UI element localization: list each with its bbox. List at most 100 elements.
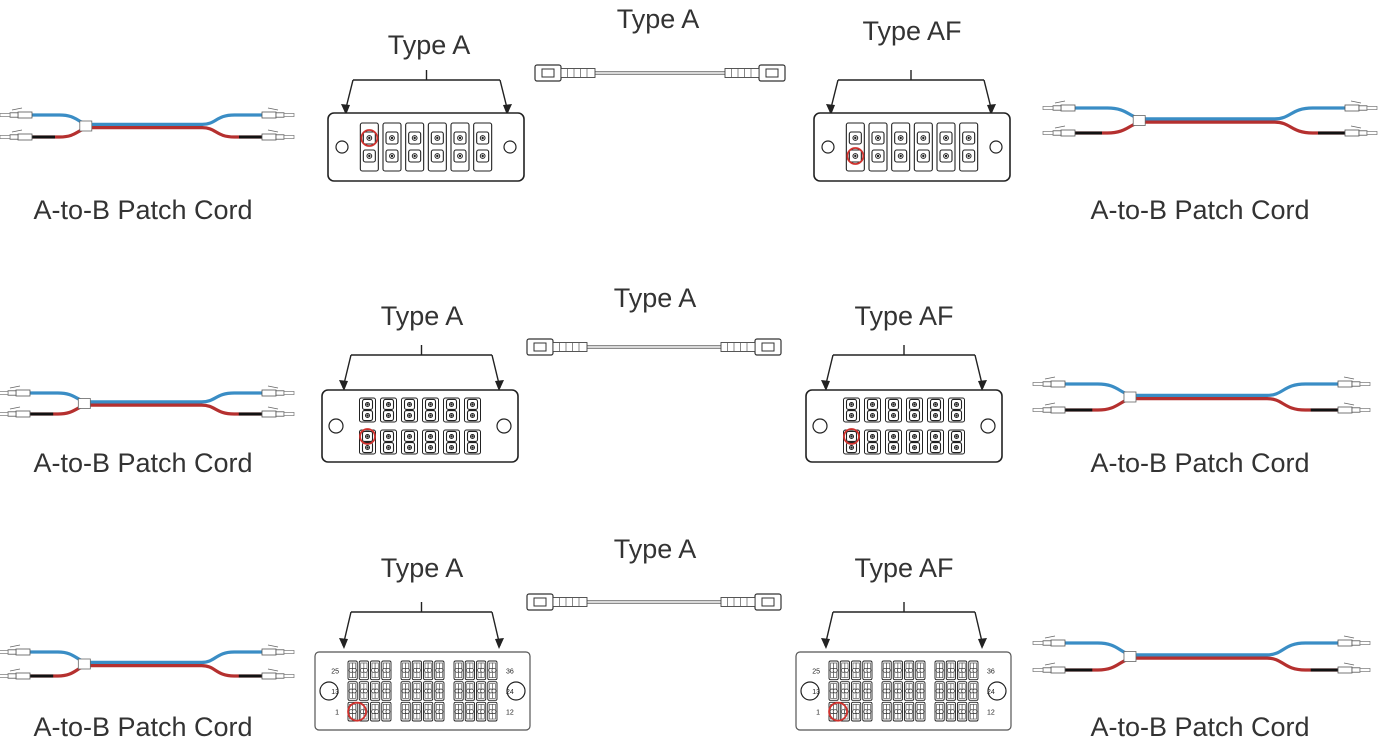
red-fiber (1065, 656, 1338, 672)
trunk-cable-label: Type A (616, 4, 700, 34)
right-cassette-label: Type AF (862, 16, 962, 46)
duplex-adapter (473, 122, 493, 172)
highlight-circle (843, 428, 860, 445)
right-patch-cord (1042, 100, 1378, 137)
splitter-sleeve (77, 658, 91, 670)
duplex-adapter (382, 122, 402, 172)
arrow-head (341, 104, 350, 115)
right-patch-cord-label: A-to-B Patch Cord (1090, 195, 1310, 225)
mpo-boot (552, 342, 588, 352)
left-cassette-label: Type A (380, 301, 464, 331)
left-patch-cord-label: A-to-B Patch Cord (33, 712, 253, 742)
blue-fiber (30, 650, 262, 664)
mount-hole (821, 140, 835, 154)
arrow-head (978, 380, 987, 391)
red-fiber (1065, 397, 1338, 412)
port-number: 24 (506, 689, 514, 696)
arrow-head (821, 638, 830, 649)
mount-hole (328, 418, 344, 434)
red-fiber (32, 126, 262, 139)
right-patch-cord-label: A-to-B Patch Cord (1090, 448, 1310, 478)
highlight-circle (347, 701, 367, 722)
left-cassette-36: 25 36 13 24 1 12 (314, 651, 531, 731)
arrow-head (495, 638, 504, 649)
blue-fiber (30, 391, 262, 404)
trunk-cable-label: Type A (613, 283, 697, 313)
port-number: 12 (506, 710, 514, 717)
left-cassette-24 (321, 389, 519, 463)
left-cassette-bracket (339, 602, 504, 649)
arrow-head (495, 380, 504, 391)
right-cassette-bracket (821, 602, 987, 649)
red-fiber (30, 664, 262, 678)
highlight-circle (360, 129, 379, 147)
cassette-body (795, 651, 1012, 731)
right-cassette-bracket (826, 70, 996, 115)
right-cassette-label: Type AF (854, 301, 954, 331)
duplex-adapter (427, 122, 447, 172)
left-cassette-bracket (339, 345, 504, 391)
port-number: 36 (987, 668, 995, 675)
left-patch-cord-label: A-to-B Patch Cord (33, 195, 253, 225)
mount-hole (319, 681, 339, 701)
mount-hole (989, 140, 1003, 154)
blue-fiber (1065, 641, 1338, 657)
mount-hole (503, 140, 517, 154)
right-cassette-12 (813, 112, 1011, 182)
right-patch-cord (1032, 376, 1371, 414)
cassette-body (805, 389, 1003, 463)
mount-hole (335, 140, 349, 154)
mpo-boot (724, 68, 760, 78)
right-patch-cord (1032, 635, 1371, 674)
mpo-boot (720, 597, 756, 607)
mpo-boot (720, 342, 756, 352)
splitter-sleeve (1132, 115, 1146, 126)
mpo-trunk-cable (534, 64, 786, 82)
trunk-cable-label: Type A (613, 534, 697, 564)
splitter-sleeve (1123, 651, 1137, 662)
port-number: 13 (331, 689, 339, 696)
cassette-body (314, 651, 531, 731)
highlight-circle (359, 428, 376, 445)
blue-fiber (1065, 382, 1338, 397)
highlight-circle (828, 701, 848, 722)
cassette-body (327, 112, 525, 182)
left-patch-cord-label: A-to-B Patch Cord (33, 448, 253, 478)
mpo-trunk-cable (526, 338, 782, 356)
blue-fiber (32, 113, 262, 126)
arrow-head (821, 380, 830, 391)
right-patch-cord-label: A-to-B Patch Cord (1090, 712, 1310, 742)
duplex-adapter (959, 122, 979, 172)
splitter-sleeve (1123, 391, 1137, 403)
port-number: 36 (506, 668, 514, 675)
mount-hole (987, 681, 1007, 701)
arrow-head (339, 380, 348, 391)
left-cassette-label: Type A (380, 553, 464, 583)
mount-hole (812, 418, 828, 434)
red-fiber (1075, 120, 1345, 135)
mount-hole (980, 418, 996, 434)
cassette-body (813, 112, 1011, 182)
right-cassette-label: Type AF (854, 553, 954, 583)
right-cassette-24 (805, 389, 1003, 463)
duplex-adapter (913, 122, 933, 172)
port-number: 13 (812, 689, 820, 696)
duplex-adapter (405, 122, 425, 172)
port-number: 1 (335, 710, 339, 717)
port-number: 25 (812, 668, 820, 675)
port-number: 25 (331, 668, 339, 675)
splitter-sleeve (77, 398, 91, 409)
left-cassette-label: Type A (387, 30, 471, 60)
arrow-head (987, 104, 996, 115)
blue-fiber (1075, 106, 1345, 121)
right-cassette-bracket (821, 345, 987, 391)
cassette-body (321, 389, 519, 463)
arrow-head (978, 638, 987, 649)
highlight-circle (846, 147, 865, 165)
left-patch-cord (0, 385, 295, 418)
arrow-head (503, 104, 512, 115)
arrow-head (826, 104, 835, 115)
